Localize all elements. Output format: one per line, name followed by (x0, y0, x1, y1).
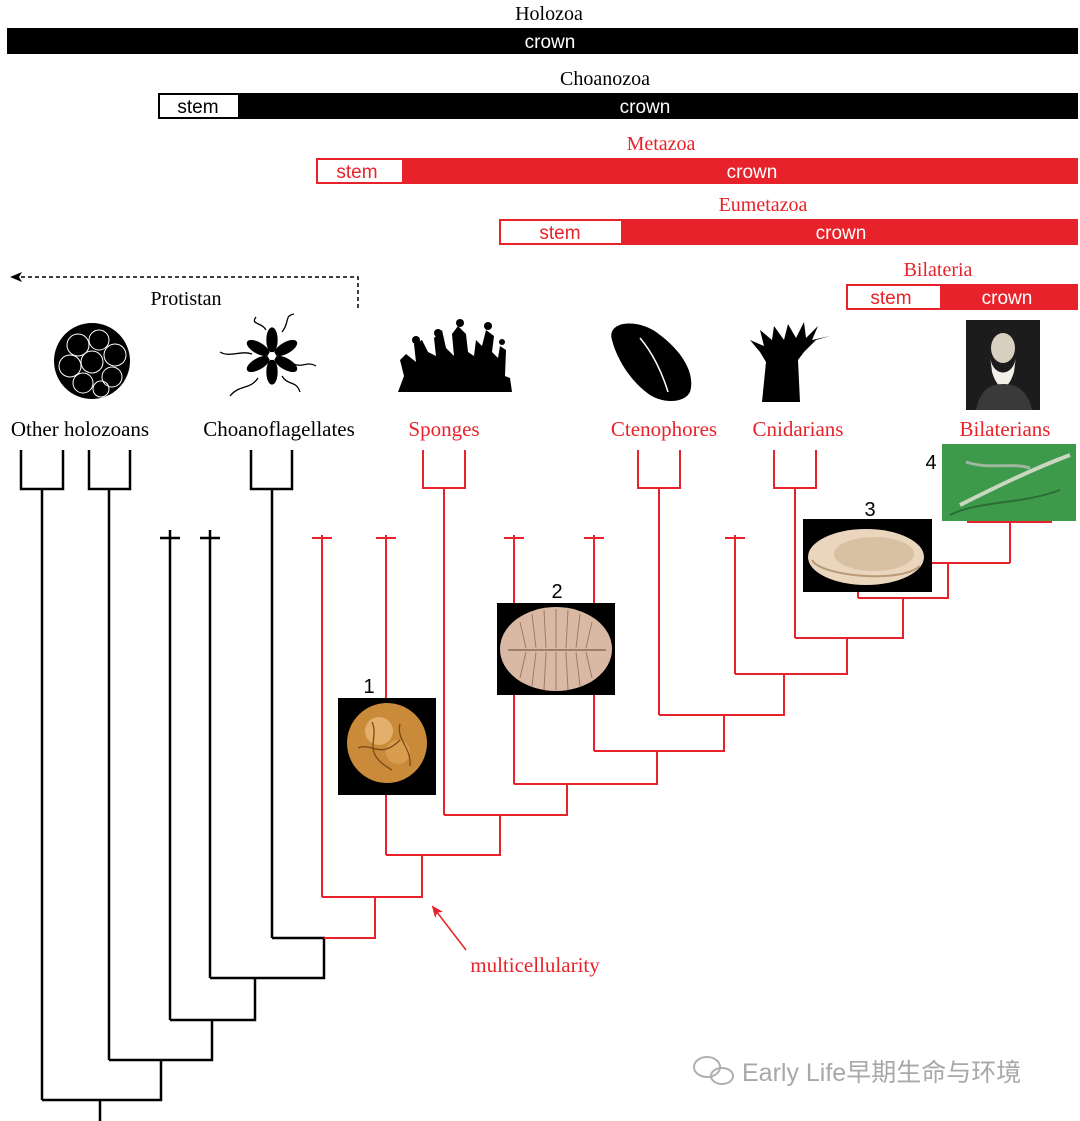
tree-black-branches (19, 450, 326, 1121)
protistan-label: Protistan (150, 288, 221, 310)
choanozoa-crown-label: crown (620, 97, 671, 118)
taxon-sponges: Sponges (408, 417, 479, 441)
protistan-arrow: Protistan (10, 272, 359, 310)
bilateria-bar: Bilateria stem crown (846, 259, 1078, 310)
watermark: Early Life早期生命与环境 (693, 1056, 1021, 1087)
holozoa-bar: Holozoa crown (7, 3, 1078, 54)
multicellularity-annotation: multicellularity (431, 905, 600, 977)
ctenophore-icon (611, 323, 692, 401)
fossil-3-image: 3 (803, 499, 932, 592)
metazoa-label: Metazoa (627, 133, 696, 155)
bilateria-stem-label: stem (870, 288, 911, 309)
taxon-choanoflagellates: Choanoflagellates (203, 417, 355, 441)
bilaterian-portrait-icon (966, 320, 1040, 410)
taxon-other-holozoans: Other holozoans (11, 417, 149, 441)
holozoa-crown-label: crown (525, 32, 576, 53)
cnidarian-icon (750, 322, 830, 402)
taxon-bilaterians: Bilaterians (960, 417, 1051, 441)
wechat-icon (693, 1056, 734, 1085)
eumetazoa-crown-label: crown (816, 223, 867, 244)
sponge-icon (398, 319, 512, 392)
fossil-2-image: 2 (497, 581, 615, 695)
eumetazoa-label: Eumetazoa (719, 194, 808, 216)
fossil-1-image: 1 (338, 676, 436, 795)
eumetazoa-bar: Eumetazoa stem crown (499, 194, 1078, 245)
tree-red-branches (312, 450, 1072, 939)
bilateria-crown-label: crown (982, 288, 1033, 309)
metazoa-stem-label: stem (336, 162, 377, 183)
holozoa-label: Holozoa (515, 3, 583, 25)
multicellularity-label: multicellularity (470, 953, 600, 977)
holozoan-cluster-icon (54, 323, 130, 399)
fossil-2-number: 2 (551, 581, 562, 603)
taxon-cnidarians: Cnidarians (753, 417, 844, 441)
metazoa-bar: Metazoa stem crown (316, 133, 1078, 184)
metazoa-crown-label: crown (727, 162, 778, 183)
taxon-ctenophores: Ctenophores (611, 417, 717, 441)
fossil-1-number: 1 (363, 676, 374, 698)
bilateria-label: Bilateria (904, 259, 973, 281)
choanozoa-label: Choanozoa (560, 68, 650, 90)
choanoflagellate-icon (219, 313, 317, 397)
fossil-4-image: 4 (925, 444, 1076, 521)
fossil-4-number: 4 (925, 452, 936, 474)
watermark-text: Early Life早期生命与环境 (742, 1059, 1021, 1087)
fossil-3-number: 3 (864, 499, 875, 521)
choanozoa-stem-label: stem (177, 97, 218, 118)
eumetazoa-stem-label: stem (539, 223, 580, 244)
choanozoa-bar: Choanozoa stem crown (158, 68, 1078, 119)
